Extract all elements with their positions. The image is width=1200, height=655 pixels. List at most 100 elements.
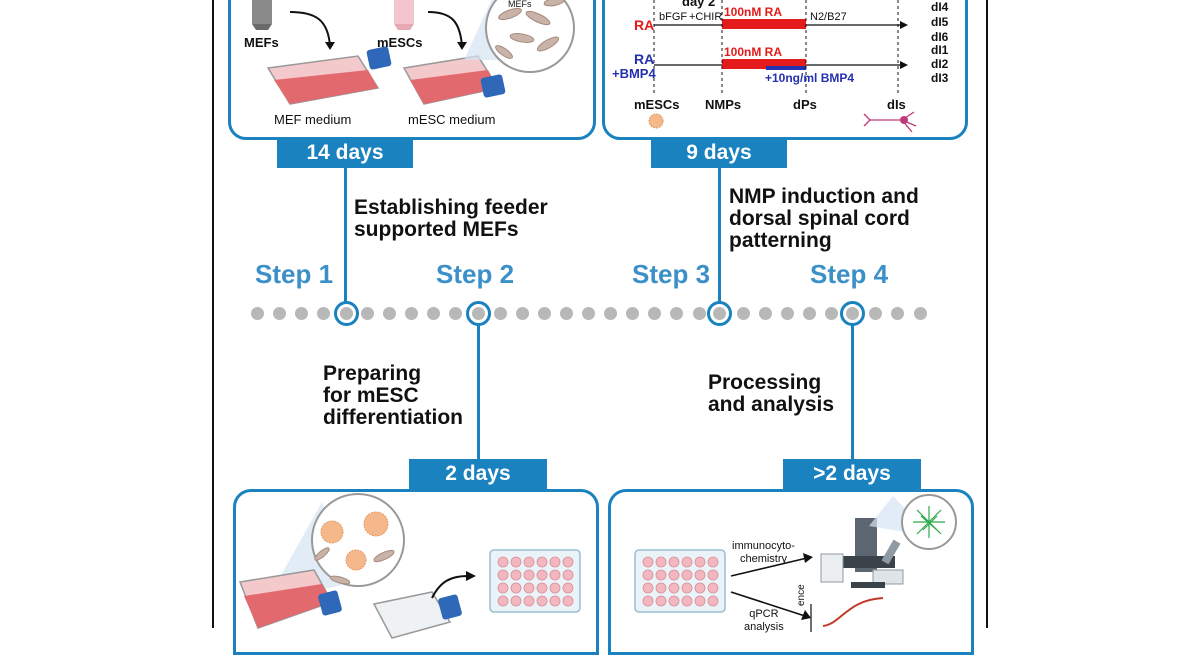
- row2-bmp4-dose: +10ng/ml BMP4: [765, 71, 855, 85]
- well: [668, 595, 680, 607]
- mesc-medium-label: mESC medium: [408, 112, 496, 127]
- well: [694, 595, 706, 607]
- well: [549, 595, 561, 607]
- stage-dps: dPs: [793, 97, 817, 112]
- timeline-dot: [316, 307, 330, 320]
- timeline-dot: [913, 307, 927, 320]
- well: [497, 556, 509, 568]
- mesc-colony-icon: [320, 511, 389, 571]
- timeline-dot: [803, 307, 816, 320]
- well: [523, 569, 535, 581]
- timeline-dot: [648, 307, 662, 320]
- step3-protocol-diagram: [648, 0, 917, 133]
- flask-icon: [238, 569, 342, 629]
- step1-duration-tab: 14 days: [277, 138, 413, 168]
- well: [549, 556, 561, 568]
- row1-output-2: dI5: [931, 15, 949, 29]
- well: [497, 582, 509, 594]
- well: [694, 569, 706, 581]
- microscope-icon: [820, 518, 904, 588]
- well: [549, 569, 561, 581]
- row1-output-1: dI4: [931, 0, 949, 14]
- timeline-dot: [582, 307, 595, 320]
- row1-output-3: dI6: [931, 30, 949, 44]
- row1-condition: RA: [634, 17, 655, 33]
- well: [655, 595, 667, 607]
- timeline-dot: [272, 307, 286, 320]
- timeline-dot: [780, 307, 794, 320]
- well: [536, 582, 548, 594]
- timeline-dot: [891, 307, 905, 320]
- step2-description-line: differentiation: [323, 406, 463, 429]
- stage-nmps: NMPs: [705, 97, 742, 112]
- row2-treatment: 100nM RA: [724, 45, 783, 59]
- step4-description-line: and analysis: [708, 393, 835, 416]
- mef-tube-label: MEFs: [244, 35, 279, 50]
- well: [510, 582, 522, 594]
- step3-connector: [718, 168, 721, 303]
- mef-tube-icon: [252, 0, 272, 30]
- well: [562, 595, 574, 607]
- well: [536, 569, 548, 581]
- timeline-dot: [736, 307, 750, 320]
- zoom-label: MEFs: [508, 0, 532, 9]
- timeline-dot: [294, 307, 308, 320]
- mesc-tube-icon: [394, 0, 414, 30]
- timeline-step4-marker: [839, 301, 865, 326]
- well: [510, 595, 522, 607]
- well: [497, 595, 509, 607]
- method-line: immunocyto-: [732, 540, 795, 552]
- timeline-step3-marker: [706, 301, 732, 326]
- day2-label: day 2: [682, 0, 716, 9]
- well: [642, 556, 654, 568]
- step4-duration-tab: >2 days: [783, 459, 921, 489]
- stage-mescs: mESCs: [634, 97, 680, 112]
- step3-description-line: NMP induction and: [729, 185, 919, 208]
- timeline-dot: [626, 307, 640, 320]
- well: [668, 582, 680, 594]
- well-plate-wells: [642, 556, 719, 607]
- bmp4-bar: [766, 66, 806, 70]
- timeline-dot: [670, 307, 684, 320]
- well: [655, 556, 667, 568]
- row1-medium-bfgf: bFGF: [659, 11, 688, 23]
- row2-condition-bmp4: +BMP4: [612, 66, 656, 81]
- arrow-icon: [427, 11, 463, 47]
- arrow-icon: [289, 11, 331, 47]
- method-qpcr: qPCR analysis: [744, 608, 784, 634]
- step3-description-line: patterning: [729, 229, 832, 252]
- well: [549, 582, 561, 594]
- step1-illustration: [252, 0, 575, 105]
- row2-condition-ra: RA: [634, 51, 655, 67]
- flask-icon: [402, 55, 506, 105]
- method-immunocytochemistry: immunocyto- chemistry: [732, 540, 795, 566]
- well: [681, 595, 693, 607]
- well: [655, 569, 667, 581]
- step2-description-line: for mESC: [323, 384, 419, 407]
- well: [562, 582, 574, 594]
- well: [536, 595, 548, 607]
- well: [497, 569, 509, 581]
- well: [681, 582, 693, 594]
- well: [707, 595, 719, 607]
- timeline-dot: [493, 307, 507, 320]
- well: [562, 556, 574, 568]
- timeline-step2-marker: [465, 301, 491, 326]
- row1-medium-n2b27: N2/B27: [810, 11, 847, 23]
- row2-output-1: dI1: [931, 43, 949, 57]
- stage-dis: dIs: [887, 97, 906, 112]
- row1-treatment: 100nM RA: [724, 5, 783, 19]
- step3-description: NMP induction and dorsal spinal cord pat…: [729, 186, 919, 252]
- frame-left-border: [212, 0, 214, 628]
- well: [707, 582, 719, 594]
- qpcr-axis-label: ence: [796, 584, 807, 606]
- well: [523, 595, 535, 607]
- timeline-dot: [383, 307, 397, 320]
- step1-label: Step 1: [255, 259, 334, 289]
- ra-bar: [722, 59, 806, 69]
- well: [655, 582, 667, 594]
- frame-right-border: [986, 0, 988, 628]
- well: [681, 569, 693, 581]
- step1-description-line: supported MEFs: [354, 218, 519, 241]
- step3-label: Step 3: [632, 259, 711, 289]
